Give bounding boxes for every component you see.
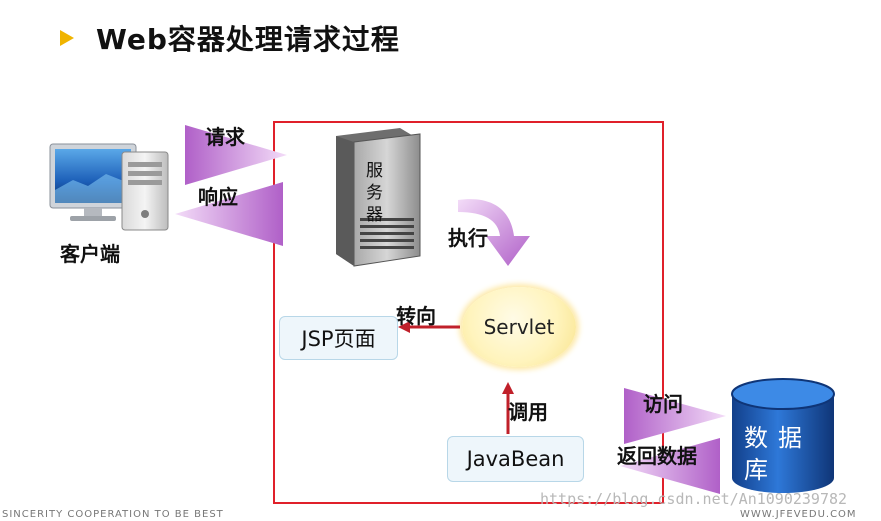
access-label: 访问 bbox=[643, 392, 683, 416]
database-icon bbox=[731, 378, 835, 493]
return-arrow-icon bbox=[620, 438, 720, 494]
server-icon bbox=[336, 128, 421, 267]
forward-arrow-icon bbox=[398, 321, 460, 333]
javabean-label: JavaBean bbox=[466, 447, 565, 471]
server-label: 服务器 bbox=[366, 161, 383, 225]
page-title: Web容器处理请求过程 bbox=[96, 23, 400, 56]
jsp-page-node: JSP页面 bbox=[279, 316, 398, 360]
servlet-node: Servlet bbox=[462, 287, 576, 367]
execute-label: 执行 bbox=[448, 226, 488, 250]
database-label: 数据库 bbox=[744, 424, 812, 484]
servlet-label: Servlet bbox=[483, 315, 555, 339]
execute-arrow-icon bbox=[458, 199, 530, 266]
footer-slogan: SINCERITY COOPERATION TO BE BEST bbox=[2, 509, 224, 520]
client-computer-icon bbox=[49, 143, 169, 231]
watermark-url: https://blog.csdn.net/An1090239782 bbox=[540, 490, 848, 508]
call-label: 调用 bbox=[508, 400, 548, 424]
jsp-page-label: JSP页面 bbox=[301, 327, 376, 351]
response-label: 响应 bbox=[198, 185, 238, 209]
bullet-arrow-icon bbox=[60, 30, 74, 46]
return-data-label: 返回数据 bbox=[617, 444, 697, 468]
response-arrow-icon bbox=[175, 182, 283, 246]
client-label: 客户端 bbox=[60, 242, 120, 266]
forward-label: 转向 bbox=[396, 304, 436, 328]
footer-website: WWW.JFEVEDU.COM bbox=[740, 509, 857, 520]
request-label: 请求 bbox=[205, 125, 245, 149]
access-arrow-icon bbox=[624, 388, 726, 444]
request-arrow-icon bbox=[185, 125, 287, 185]
title-row: Web容器处理请求过程 bbox=[60, 18, 400, 58]
javabean-node: JavaBean bbox=[447, 436, 584, 482]
call-arrow-icon bbox=[502, 382, 514, 434]
web-container-frame bbox=[273, 121, 664, 504]
